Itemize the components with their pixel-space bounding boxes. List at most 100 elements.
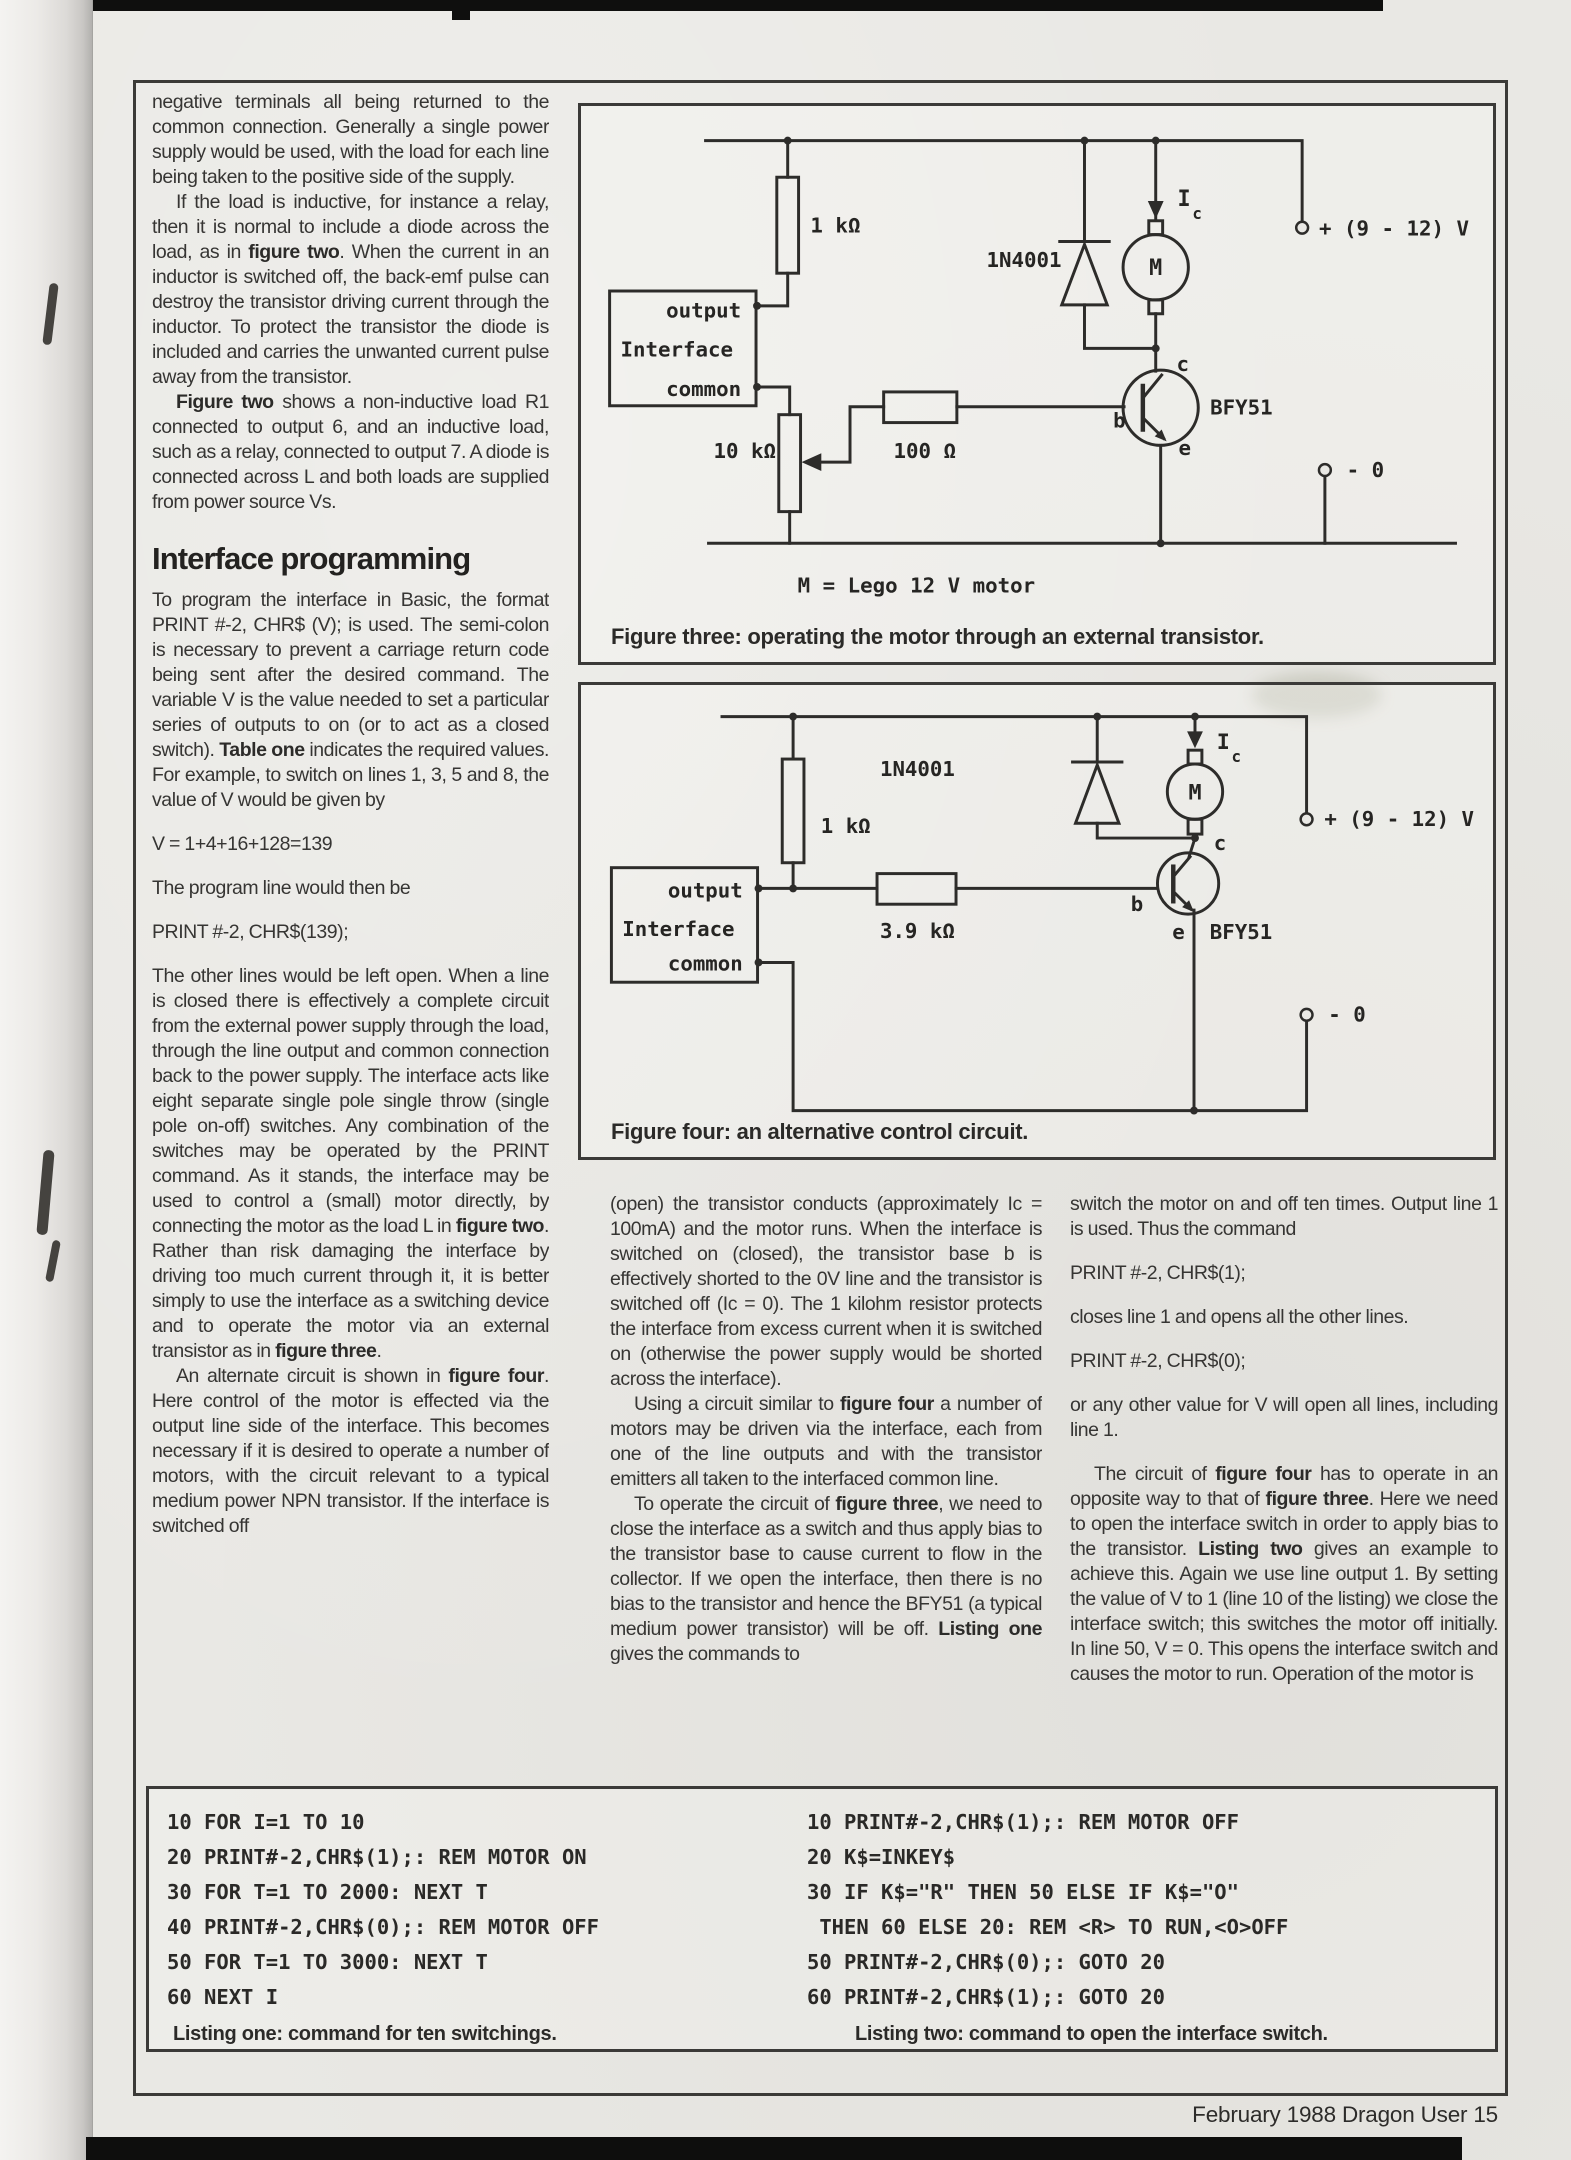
resistor-1k-body bbox=[780, 757, 806, 865]
collector-current-subscript: c bbox=[1232, 747, 1242, 766]
junction-dot bbox=[1191, 712, 1199, 721]
transistor-type-label: BFY51 bbox=[1210, 920, 1272, 944]
junction-dot bbox=[1190, 1106, 1198, 1115]
supply-rail-wire bbox=[720, 715, 1309, 815]
resistor-100-label: 100 Ω bbox=[894, 439, 957, 463]
resistor-1k-label: 1 kΩ bbox=[810, 214, 860, 238]
transistor-legs bbox=[1141, 373, 1166, 441]
resistor-39k-body bbox=[875, 872, 958, 906]
junction-dot bbox=[789, 884, 798, 893]
motor-terminal-top bbox=[1147, 219, 1165, 237]
basic-command-line: PRINT #-2, CHR$(0); bbox=[1070, 1350, 1246, 1372]
motor-emitter-wire bbox=[1154, 139, 1327, 545]
positive-supply-label: + (9 - 12) V bbox=[1324, 807, 1474, 831]
page-border-frame bbox=[133, 80, 1508, 2096]
page-spine bbox=[0, 0, 93, 2160]
interface-name-label: Interface bbox=[622, 917, 734, 941]
collector-current-label: I bbox=[1177, 187, 1190, 212]
listing-one-code: 10 FOR I=1 TO 10 20 PRINT#-2,CHR$(1);: R… bbox=[167, 1810, 599, 2009]
potentiometer-wiper-arrow bbox=[801, 453, 822, 472]
diode-label: 1N4001 bbox=[987, 248, 1062, 272]
motor-note: M = Lego 12 V motor bbox=[798, 574, 1036, 598]
paragraph: Using a circuit similar to figure four a… bbox=[610, 1393, 1042, 1490]
wiper-wire bbox=[818, 405, 886, 464]
figure-three-box: output Interface common 1 kΩ 1N4001 10 k… bbox=[578, 103, 1496, 665]
figure-four-box: output Interface common 1 kΩ 1N4001 3.9 … bbox=[578, 682, 1496, 1160]
common-ground-wire bbox=[757, 960, 1309, 1113]
paragraph: To program the interface in Basic, the f… bbox=[152, 589, 549, 812]
positive-supply-label: + (9 - 12) V bbox=[1319, 217, 1469, 241]
interface-block bbox=[608, 289, 758, 408]
junction-dot bbox=[783, 136, 792, 145]
resistor-1k-body bbox=[775, 175, 801, 275]
paragraph: To operate the circuit of figure three, … bbox=[610, 1493, 1042, 1665]
listings-box: 10 FOR I=1 TO 10 20 PRINT#-2,CHR$(1);: R… bbox=[146, 1786, 1498, 2052]
interface-common-label: common bbox=[668, 951, 743, 975]
junction-dot bbox=[1191, 834, 1199, 843]
potentiometer-10k-body bbox=[777, 413, 803, 514]
figure-four-caption: Figure four: an alternative control circ… bbox=[611, 1119, 1029, 1144]
formula-line: V = 1+4+16+128=139 bbox=[152, 833, 333, 856]
base-pin-label: b bbox=[1113, 409, 1126, 433]
figure-three-circuit: output Interface common 1 kΩ 1N4001 10 k… bbox=[608, 136, 1469, 598]
interface-name-label: Interface bbox=[620, 337, 733, 361]
collector-current-label: I bbox=[1217, 730, 1230, 755]
negative-supply-label: - 0 bbox=[1328, 1003, 1365, 1027]
positive-terminal-icon bbox=[1299, 812, 1314, 827]
resistor-39k-label: 3.9 kΩ bbox=[880, 919, 955, 943]
output-pin-dot bbox=[753, 301, 761, 310]
current-arrow-icon bbox=[1147, 200, 1164, 219]
paragraph: negative terminals all being returned to… bbox=[152, 91, 549, 188]
potentiometer-label: 10 kΩ bbox=[713, 439, 776, 463]
negative-terminal-icon bbox=[1299, 1007, 1314, 1022]
section-heading: Interface programming bbox=[152, 541, 471, 576]
emitter-pin-label: e bbox=[1178, 436, 1191, 460]
article-column-middle: (open) the transistor conducts (approxim… bbox=[610, 1192, 1042, 1784]
paragraph: If the load is inductive, for instance a… bbox=[152, 191, 549, 388]
motor-terminal-bottom bbox=[1147, 298, 1165, 316]
interface-block bbox=[609, 866, 760, 984]
paragraph: switch the motor on and off ten times. O… bbox=[1070, 1193, 1498, 1240]
positive-terminal-icon bbox=[1294, 220, 1310, 235]
diode-triangle bbox=[1059, 240, 1110, 307]
paragraph: The circuit of figure four has to operat… bbox=[1070, 1463, 1498, 1685]
paragraph: or any other value for V will open all l… bbox=[1070, 1394, 1498, 1441]
common-pin-dot bbox=[753, 383, 761, 391]
negative-terminal-icon bbox=[1317, 462, 1333, 478]
resistor-100-body bbox=[882, 390, 959, 425]
listing-one-caption: Listing one: command for ten switchings. bbox=[173, 2023, 557, 2045]
emitter-pin-label: e bbox=[1172, 920, 1184, 944]
scan-top-notch bbox=[452, 11, 470, 20]
collector-current-subscript: c bbox=[1192, 204, 1202, 223]
negative-supply-label: - 0 bbox=[1347, 458, 1385, 482]
transistor-type-label: BFY51 bbox=[1210, 396, 1273, 420]
transistor-symbol bbox=[1121, 368, 1200, 447]
base-pin-label: b bbox=[1131, 892, 1143, 916]
junction-dot bbox=[789, 712, 798, 721]
interface-output-label: output bbox=[668, 878, 743, 902]
collector-pin-label: c bbox=[1176, 352, 1189, 376]
diode-wire bbox=[1095, 715, 1197, 840]
basic-command-line: PRINT #-2, CHR$(139); bbox=[152, 921, 349, 944]
transistor-symbol bbox=[1155, 851, 1221, 916]
article-column-left: negative terminals all being returned to… bbox=[152, 90, 549, 1790]
common-pin-dot bbox=[754, 958, 763, 967]
emitter-arrow-icon bbox=[1182, 900, 1195, 913]
interface-output-label: output bbox=[666, 299, 741, 323]
paragraph: An alternate circuit is shown in figure … bbox=[152, 1365, 549, 1538]
supply-rail-wire bbox=[704, 139, 1304, 224]
article-column-right: switch the motor on and off ten times. O… bbox=[1070, 1192, 1498, 1784]
figure-four-circuit: output Interface common 1 kΩ 1N4001 3.9 … bbox=[609, 712, 1474, 1115]
page-footer: February 1988 Dragon User 15 bbox=[1192, 2102, 1498, 2127]
paragraph: The other lines would be left open. When… bbox=[152, 965, 549, 1363]
diode-label: 1N4001 bbox=[880, 757, 955, 781]
paragraph: closes line 1 and opens all the other li… bbox=[1070, 1306, 1409, 1328]
junction-dot bbox=[1093, 712, 1102, 721]
junction-dot bbox=[1151, 344, 1160, 353]
output-pin-dot bbox=[754, 884, 763, 893]
resistor-1k-label: 1 kΩ bbox=[821, 814, 871, 838]
motor-letter: M bbox=[1149, 256, 1162, 281]
scan-smudge bbox=[1252, 672, 1382, 718]
diode-wire bbox=[1083, 139, 1158, 350]
